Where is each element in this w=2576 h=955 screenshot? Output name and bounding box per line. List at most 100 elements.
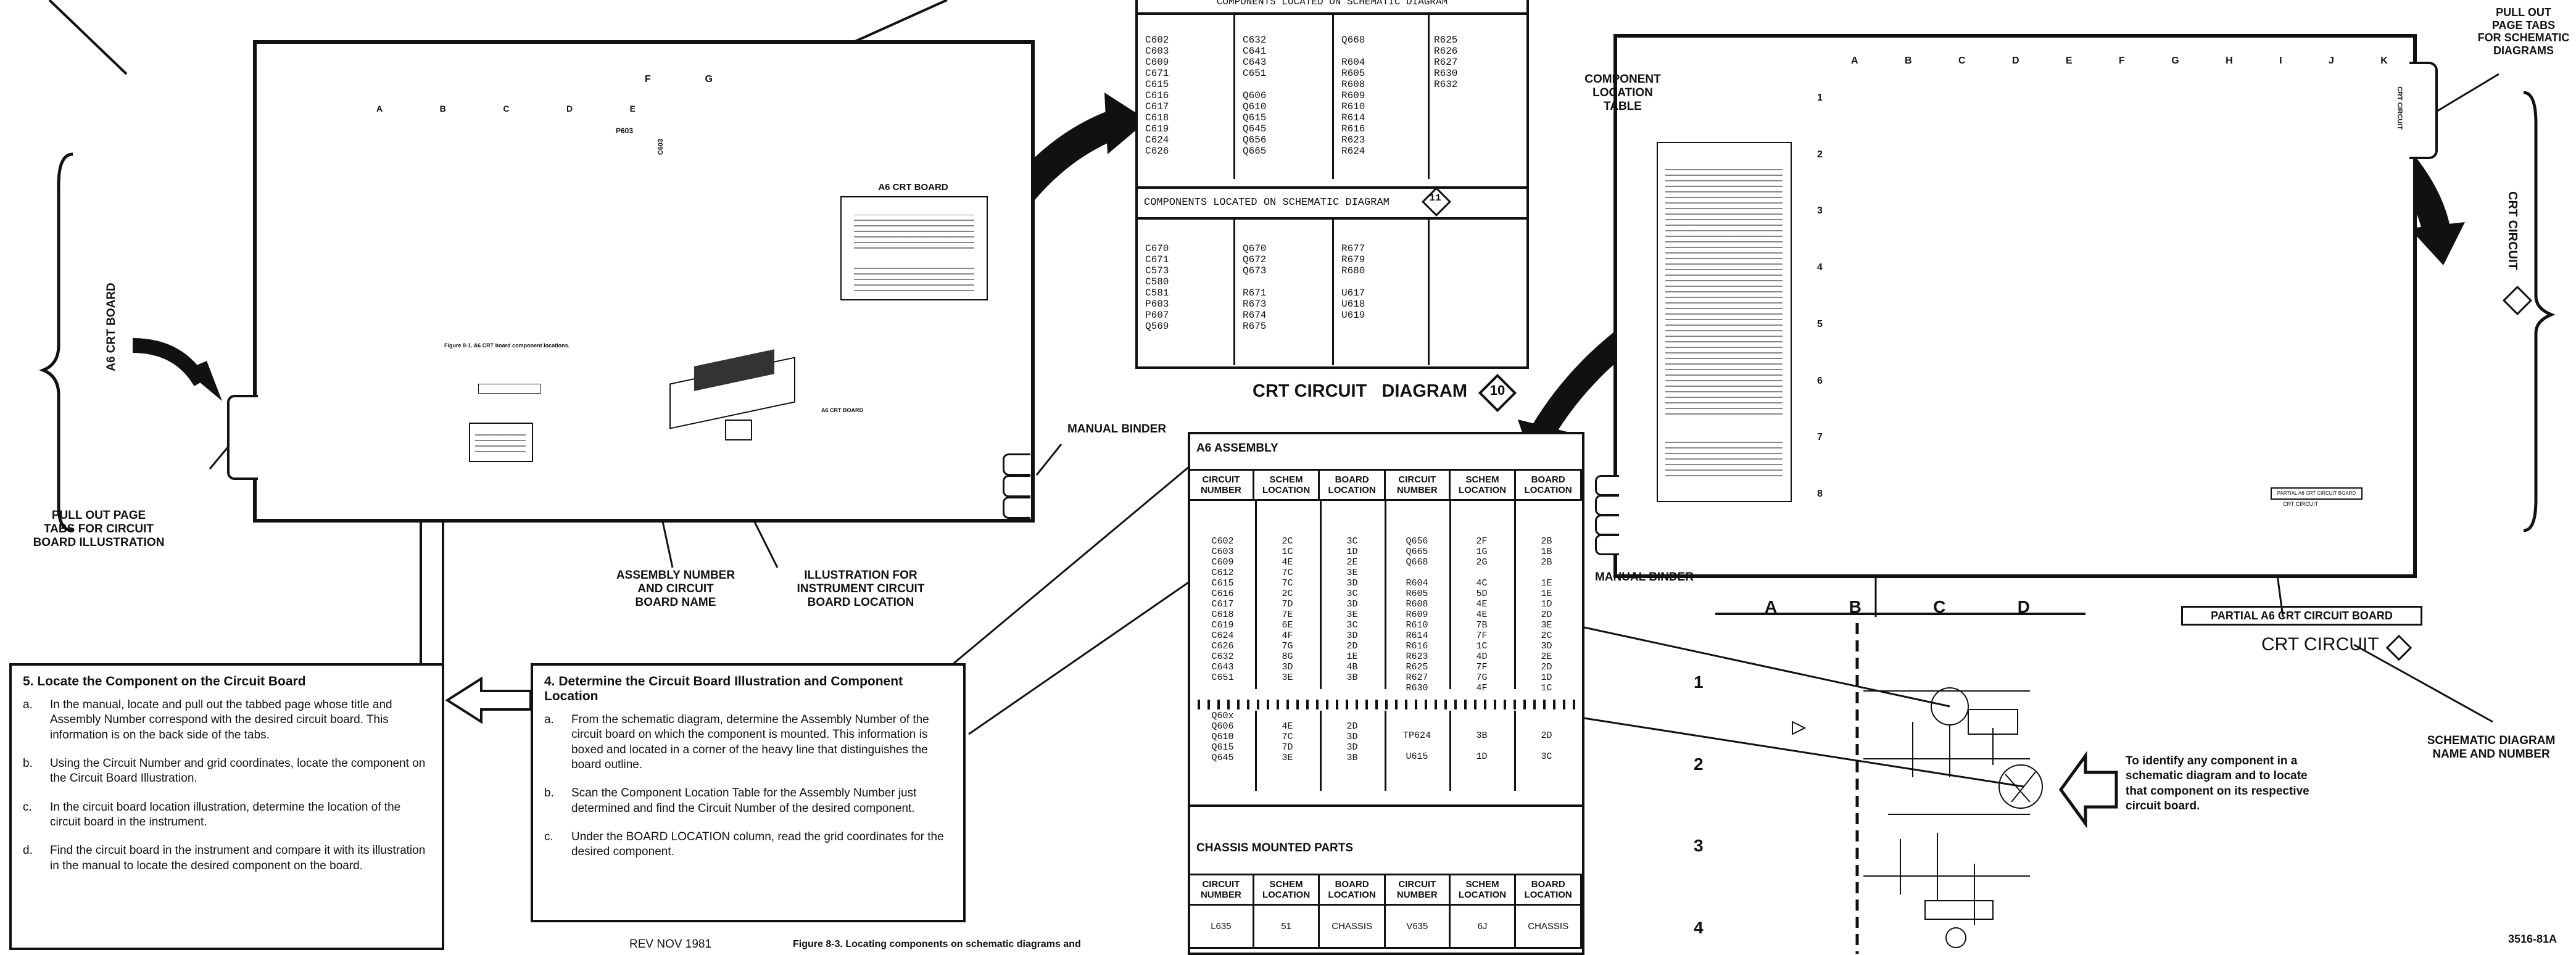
table-cell: 4C (1476, 578, 1488, 589)
table-cell: C609 (1211, 557, 1234, 568)
table-cell: 7G (1282, 641, 1293, 651)
table-cell: 2D (1541, 610, 1552, 620)
callout-manual-binder-left: MANUAL BINDER (1067, 423, 1167, 436)
table-cell: 7E (1282, 610, 1293, 620)
table-cell: C603 (1211, 547, 1234, 557)
table-cell: 3E (1282, 672, 1293, 683)
grid-col: B (1904, 56, 1912, 66)
pull-out-tab-circuit[interactable] (227, 395, 258, 480)
table-cell: 4B (1346, 662, 1358, 672)
table-cell: C624 (1211, 630, 1234, 641)
table-cell: R630 (1406, 683, 1428, 693)
callout-pull-out-circuit: PULL OUT PAGE TABS FOR CIRCUIT BOARD ILL… (33, 509, 165, 549)
right-footer-sub: CRT CIRCUIT (2283, 501, 2319, 507)
callout-pull-out-schematic: PULL OUT PAGE TABS FOR SCHEMATIC DIAGRAM… (2477, 6, 2570, 57)
instrument-illustration (657, 345, 805, 440)
table-cell: 3D (1282, 662, 1293, 672)
component-location-top-table: COMPONENTS LOCATED ON SCHEMATIC DIAGRAM … (1135, 0, 1529, 369)
step-4a: a.From the schematic diagram, determine … (544, 713, 929, 771)
hollow-arrow-note (2058, 751, 2118, 829)
table-cell (1320, 711, 1385, 721)
pull-out-tab-schematic[interactable] (2409, 62, 2438, 159)
zoom-col: D (2017, 597, 2030, 616)
table-cell: 2E (1346, 557, 1358, 568)
table-cell: 3D (1346, 578, 1358, 589)
chassis-cell: V635 (1383, 904, 1451, 949)
grid-col: I (2279, 56, 2282, 66)
step-5c: c.In the circuit board location illustra… (23, 800, 401, 829)
chassis-title: CHASSIS MOUNTED PARTS (1196, 841, 1354, 854)
diagram-number: 10 (1489, 382, 1505, 398)
table-cell: 4F (1476, 683, 1488, 693)
table-cell: R627 (1406, 672, 1428, 683)
table-cell: 7F (1476, 662, 1488, 672)
table-cell: 7G (1476, 672, 1488, 683)
table-cell: 1E (1346, 651, 1358, 662)
right-grid-rows: 1 2 3 4 5 6 7 8 (1817, 93, 1823, 500)
table-row: Q60x (1190, 711, 1385, 721)
table-cell: R625 (1406, 662, 1428, 672)
brace-right (2523, 91, 2556, 532)
table-cell: R614 (1406, 630, 1428, 641)
step-4-box: 4. Determine the Circuit Board Illustrat… (531, 663, 966, 922)
table-cell: 3E (1282, 753, 1293, 763)
table-cell: 1B (1541, 547, 1552, 557)
step-5a: a.In the manual, locate and pull out the… (23, 698, 392, 742)
grid-col: G (2171, 56, 2179, 66)
table-cell: 2C (1541, 630, 1552, 641)
table-cell: 2E (1541, 651, 1552, 662)
chassis-cell: CHASSIS (1514, 904, 1582, 949)
table-cell: 3E (1346, 568, 1358, 578)
table-cell: 1E (1541, 589, 1552, 599)
callout-schematic-name: SCHEMATIC DIAGRAM NAME AND NUMBER (2427, 734, 2556, 761)
grid-row: 6 (1817, 375, 1823, 386)
table-cell: 2C (1282, 589, 1293, 599)
table-cell: 3D (1346, 742, 1358, 753)
magnifier-columns: F G (645, 74, 713, 85)
mid-col-3: R677 R679 R680 U617 U618 U619 (1341, 243, 1365, 321)
table-cell: R616 (1406, 641, 1428, 651)
table-cell: 3C (1346, 620, 1358, 630)
grid-col: E (2065, 56, 2073, 66)
table-cell: 2D (1346, 641, 1358, 651)
table-row (1385, 568, 1579, 578)
grid-col: C (503, 104, 510, 114)
step-5d: d.Find the circuit board in the instrume… (23, 844, 426, 872)
leader-line (968, 554, 1228, 735)
right-grid-columns: A B C D E F G H I J K (1851, 56, 2388, 67)
table-cell: R604 (1406, 578, 1428, 589)
hdr: SCHEM LOCATION (1252, 469, 1320, 501)
main-location-table: A6 ASSEMBLY CIRCUIT NUMBER SCHEM LOCATIO… (1188, 432, 1584, 955)
table-cell: Q668 (1406, 557, 1428, 568)
table-cell (1514, 741, 1579, 751)
static-warning-mark (478, 384, 541, 394)
table-cell: Q665 (1406, 547, 1428, 557)
step-5-box: 5. Locate the Component on the Circuit B… (9, 663, 444, 950)
table-cell: C612 (1211, 568, 1234, 578)
arrow-head (1104, 93, 1148, 154)
table-cell: 1D (1541, 599, 1552, 610)
grid-col: E (629, 104, 636, 114)
magnifier-col: F (645, 74, 651, 85)
table-cell: 1D (1541, 672, 1552, 683)
grid-row: 7 (1817, 432, 1823, 443)
step-4c: c.Under the BOARD LOCATION column, read … (544, 830, 944, 859)
table-cell: 3E (1346, 610, 1358, 620)
table-cell: C619 (1211, 620, 1234, 630)
table-cell: 4E (1476, 610, 1488, 620)
grid-col: B (439, 104, 446, 114)
